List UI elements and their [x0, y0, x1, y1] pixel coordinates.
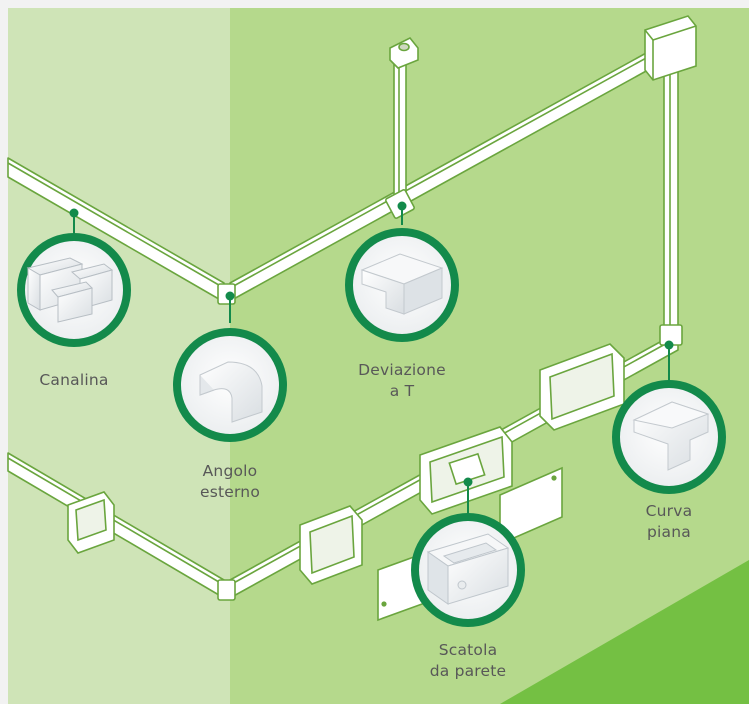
flat-curve-icon	[632, 401, 710, 471]
curva-piana-label: Curva piana	[609, 501, 729, 543]
lower-corner-fitting	[217, 579, 236, 601]
curva-piana-label-line-1: Curva	[645, 502, 693, 520]
curva-piana-callout	[612, 380, 726, 494]
callout-dots	[69, 201, 674, 487]
fittings	[217, 15, 697, 601]
canalina-callout	[17, 233, 131, 347]
scatola-label: Scatola da parete	[408, 640, 528, 682]
angolo-esterno-label-line-2: esterno	[199, 483, 261, 501]
canalina-label-line-1: Canalina	[39, 371, 109, 389]
external-corner-icon	[199, 361, 263, 423]
deviazione-label-line-2: a T	[389, 382, 415, 400]
scatola-label-line-1: Scatola	[438, 641, 498, 659]
junction-box	[644, 15, 697, 81]
deviazione-label: Deviazione a T	[342, 360, 462, 402]
scatola-callout	[411, 513, 525, 627]
right-vertical-trunking	[663, 57, 679, 329]
curva-piana-label-line-2: piana	[647, 523, 691, 541]
angolo-esterno-callout	[173, 328, 287, 442]
deviazione-label-line-1: Deviazione	[358, 361, 446, 379]
ceiling-mount	[389, 36, 419, 69]
wall-box-icon	[426, 533, 510, 605]
wall-box-b	[419, 426, 513, 515]
angolo-esterno-label-line-1: Angolo	[202, 462, 258, 480]
wall-box-a	[299, 505, 363, 585]
trunking-sample-icon	[26, 257, 114, 323]
t-junction-icon	[360, 253, 444, 315]
wall-box-c	[539, 343, 625, 431]
small-wall-box	[67, 491, 115, 554]
canalina-label: Canalina	[14, 370, 134, 391]
angolo-esterno-label: Angolo esterno	[170, 461, 290, 503]
scatola-label-line-2: da parete	[429, 662, 507, 680]
vertical-riser-trunking	[393, 56, 407, 206]
accent-triangle	[500, 560, 749, 704]
deviazione-callout	[345, 228, 459, 342]
